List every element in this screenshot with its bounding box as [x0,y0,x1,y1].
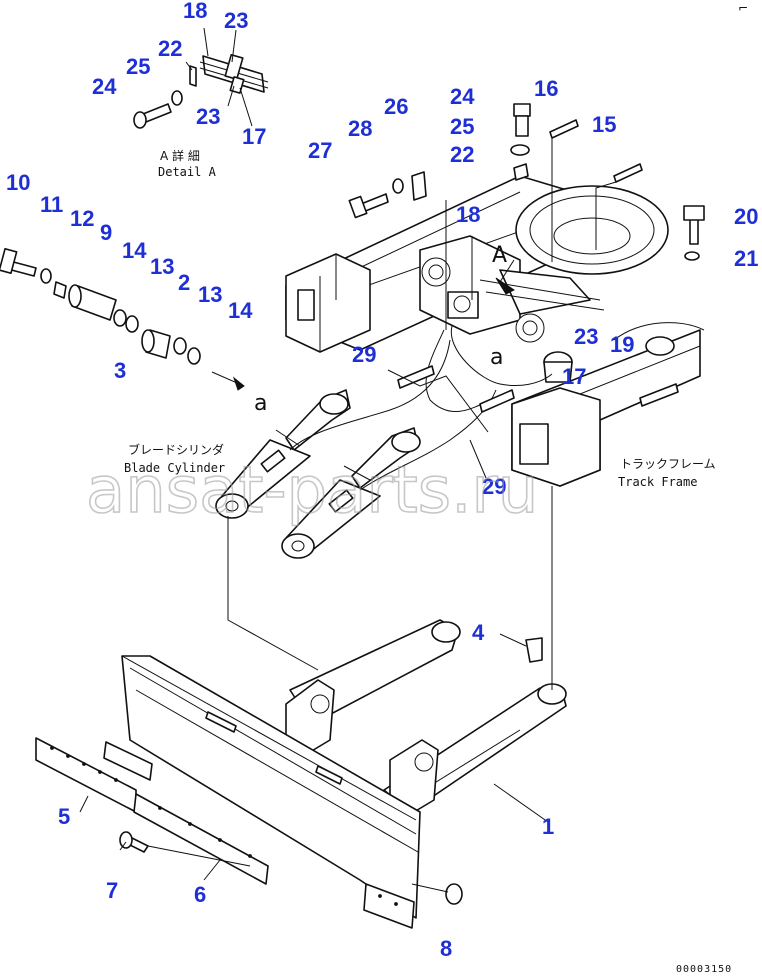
blade-cylinder-label-en: Blade Cylinder [124,461,225,475]
pin-assembly-parts [0,248,245,391]
callout-26: 26 [384,94,408,119]
detail-a-caption-jp: A 詳 細 [160,148,200,163]
callout-29b: 29 [482,474,506,499]
callout-16: 16 [534,76,558,101]
callout-23c: 23 [574,324,598,349]
blade-assembly-drawing [35,486,567,929]
callout-14b: 14 [228,298,253,323]
blade-cylinder-label-jp: ブレードシリンダ [128,442,224,457]
callout-13a: 13 [150,254,174,279]
callout-23b: 23 [196,104,220,129]
blade-cylinder-drawing [215,339,515,559]
callout-1: 1 [542,814,554,839]
callout-20: 20 [734,204,758,229]
callout-8: 8 [440,936,452,961]
callout-23a: 23 [224,8,248,33]
callout-12: 12 [70,206,94,231]
callout-3: 3 [114,358,126,383]
callout-2: 2 [178,270,190,295]
detail-a-caption-en: Detail A [158,165,217,179]
watermark-text: ansat-parts.ru [86,454,538,528]
callout-4: 4 [472,620,485,645]
callout-29a: 29 [352,342,376,367]
callout-10: 10 [6,170,30,195]
callout-17a: 17 [242,124,266,149]
callout-22a: 22 [158,36,182,61]
callout-7: 7 [106,878,118,903]
callout-9: 9 [100,220,112,245]
callout-25a: 25 [126,54,150,79]
callout-13b: 13 [198,282,222,307]
view-letter-lower: a [490,345,503,370]
callout-14a: 14 [122,238,147,263]
detail-a-drawing [133,27,269,129]
drawing-number: 00003150 [676,964,732,975]
track-frame-label-jp: トラックフレーム [620,457,716,471]
callout-11: 11 [40,192,63,217]
callout-17b: 17 [562,364,586,389]
callout-18a: 18 [183,0,207,23]
callout-21: 21 [734,246,758,271]
callout-22b: 22 [450,142,474,167]
callout-19: 19 [610,332,634,357]
callout-numbers: 18 23 22 25 24 23 17 26 24 16 28 25 15 2… [6,0,758,961]
callout-15: 15 [592,112,616,137]
callout-5: 5 [58,804,70,829]
callout-25b: 25 [450,114,474,139]
callout-24b: 24 [450,84,475,109]
view-letter-upper: A [492,243,507,268]
callout-28: 28 [348,116,372,141]
corner-mark: ⌐ [738,1,748,15]
track-frame-label-en: Track Frame [618,475,697,489]
callout-24a: 24 [92,74,117,99]
main-frame-drawing [285,103,705,487]
callout-6: 6 [194,882,206,907]
callout-27: 27 [308,138,332,163]
view-letter-arrow-target: a [254,391,267,416]
callout-18b: 18 [456,202,480,227]
